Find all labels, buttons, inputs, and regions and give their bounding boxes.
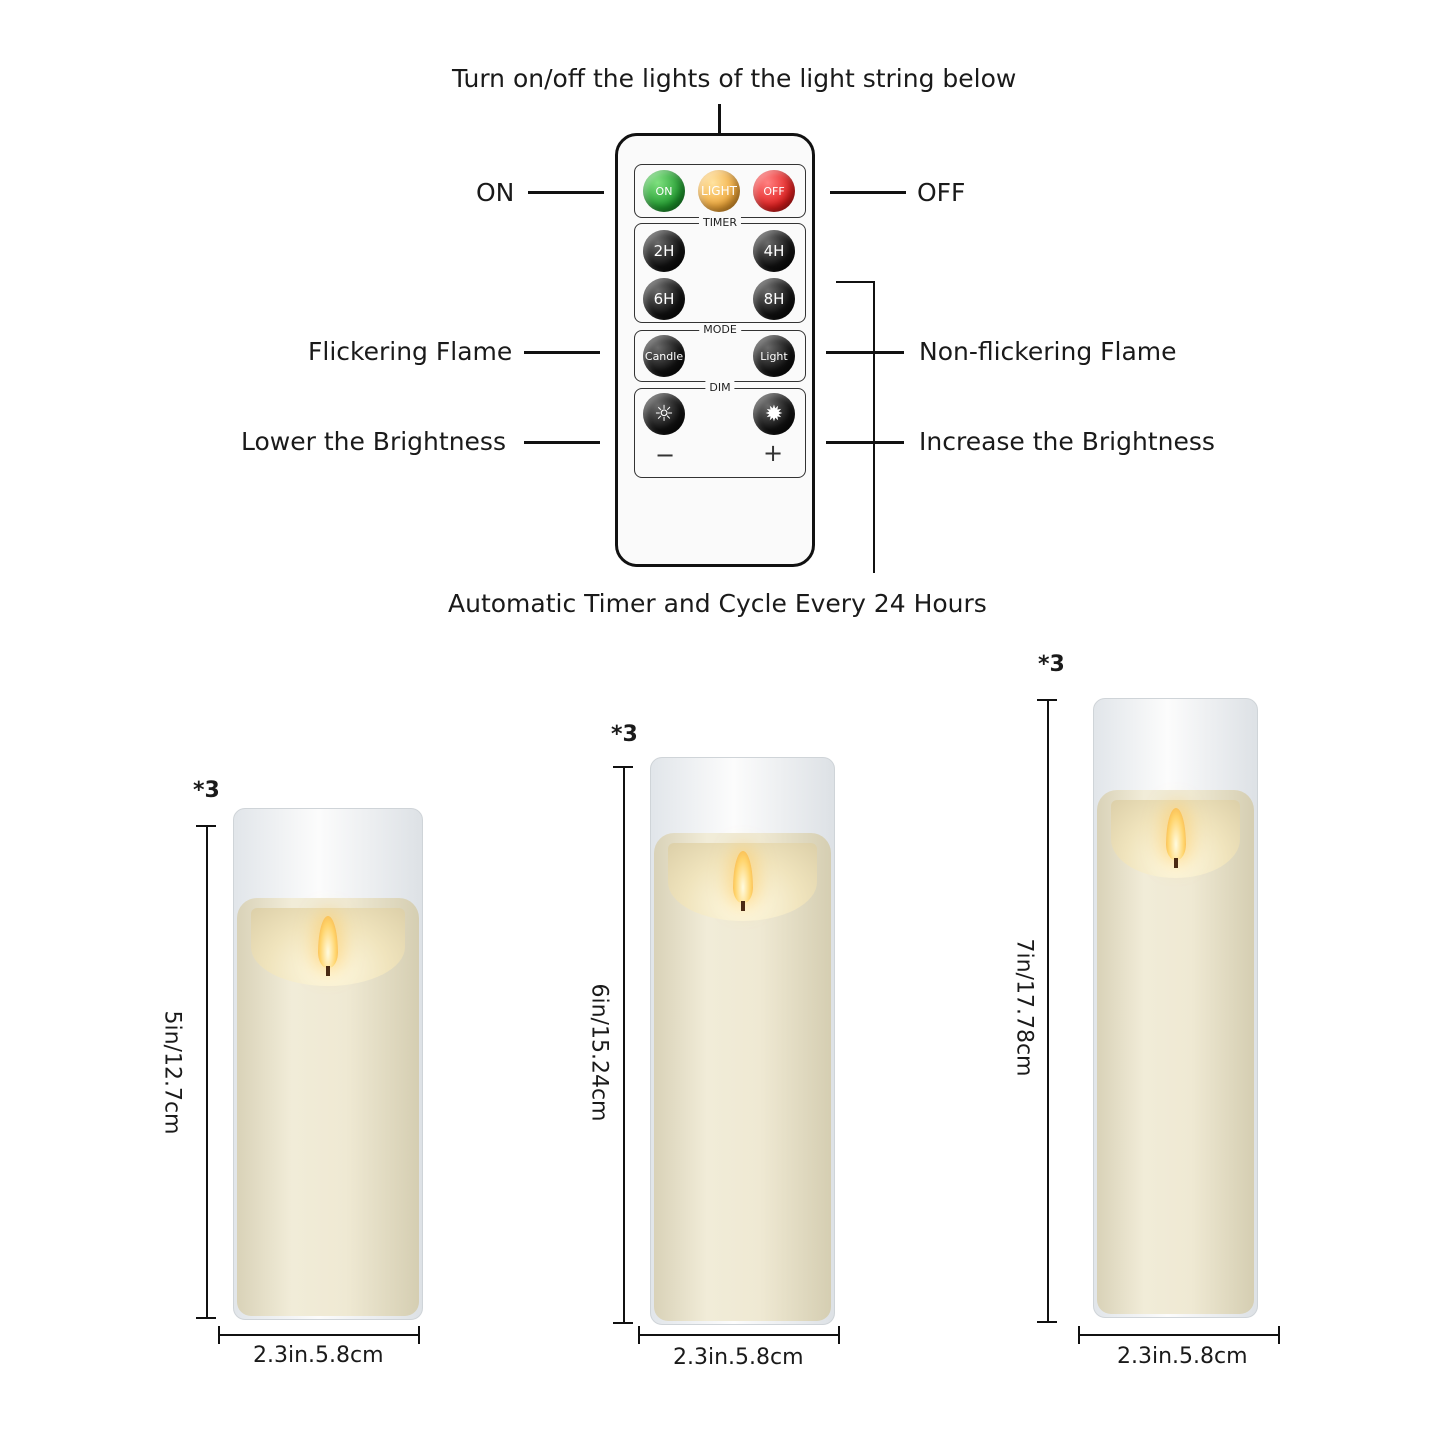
candle-1-width-line [219,1334,419,1336]
candle-1 [233,808,423,1320]
candle-1-flame-icon [318,916,338,968]
candle-2 [650,757,835,1325]
callout-lower: Lower the Brightness [241,427,506,456]
mode-panel: MODE Candle Light [634,323,806,382]
candle-1-height-label: 5in/12.7cm [159,1010,185,1135]
minus-sign: − [655,441,676,469]
candle-1-quantity: *3 [193,778,220,803]
dim-title: DIM [705,381,735,394]
callout-non-flicker-line [826,351,904,354]
candle-3-wick [1173,858,1178,868]
candle-3-height-label: 7in/17.78cm [1011,938,1037,1077]
remote-control: ON LIGHT OFF TIMER 2H 4H 6H 8H MODE Cand… [615,133,815,567]
candle-3-width-cap-left [1078,1326,1080,1344]
candle-3-width-label: 2.3in.5.8cm [1117,1344,1248,1369]
callout-flicker-line [524,351,600,354]
top-caption: Turn on/off the lights of the light stri… [452,64,1017,93]
dim-down-button[interactable]: ☼ [643,393,685,435]
candle-1-width-label: 2.3in.5.8cm [253,1343,384,1368]
top-caption-pointer [718,104,721,134]
candle-1-wax [237,898,419,1316]
candle-1-height-line [206,826,208,1318]
power-panel: ON LIGHT OFF [634,164,806,218]
timer-8h-button[interactable]: 8H [753,278,795,320]
light-button[interactable]: LIGHT [698,170,740,212]
candle-3-width-cap-right [1278,1326,1280,1344]
timer-bracket-vertical [873,281,875,573]
candle-2-width-line [639,1334,839,1336]
sun-bright-icon: ✹ [764,401,784,427]
candle-3-quantity: *3 [1038,652,1065,677]
candle-1-wick [326,966,330,976]
candle-2-height-line [623,767,625,1323]
timer-6h-button[interactable]: 6H [643,278,685,320]
light-mode-button[interactable]: Light [753,335,795,377]
candle-2-flame-icon [732,851,753,903]
candle-1-height-cap-top [196,825,216,827]
candle-1-width-cap-right [418,1326,420,1344]
candle-2-quantity: *3 [611,722,638,747]
callout-flicker: Flickering Flame [308,337,513,366]
callout-on-line [528,191,604,194]
dim-panel: DIM ☼ ✹ − + [634,381,806,478]
callout-lower-line [524,441,600,444]
candle-1-height-cap-bottom [196,1317,216,1319]
callout-increase-line [826,441,904,444]
off-button[interactable]: OFF [753,170,795,212]
sun-dim-icon: ☼ [654,401,674,427]
candle-3 [1093,698,1258,1318]
candle-mode-button[interactable]: Candle [643,335,685,377]
candle-3-height-cap-top [1037,699,1057,701]
candle-2-width-cap-right [838,1326,840,1344]
timer-panel: TIMER 2H 4H 6H 8H [634,216,806,323]
candle-2-width-cap-left [638,1326,640,1344]
candle-2-height-cap-bottom [613,1322,633,1324]
candle-2-height-cap-top [613,766,633,768]
plus-sign: + [763,439,784,467]
timer-title: TIMER [698,216,742,229]
candle-3-height-line [1047,700,1049,1322]
candle-3-height-cap-bottom [1037,1321,1057,1323]
bottom-caption: Automatic Timer and Cycle Every 24 Hours [448,589,987,618]
candle-2-height-label: 6in/15.24cm [586,983,612,1122]
callout-off-line [830,191,906,194]
mode-title: MODE [699,323,741,336]
candle-3-wax [1097,790,1254,1314]
candle-1-width-cap-left [218,1326,220,1344]
callout-on: ON [476,178,515,207]
callout-non-flicker: Non-flickering Flame [919,337,1177,366]
candle-2-wax [654,833,831,1321]
candle-2-width-label: 2.3in.5.8cm [673,1345,804,1370]
timer-bracket-top [836,281,874,283]
candle-3-width-line [1079,1334,1279,1336]
candle-3-flame-icon [1165,808,1186,860]
timer-4h-button[interactable]: 4H [753,230,795,272]
dim-up-button[interactable]: ✹ [753,393,795,435]
timer-2h-button[interactable]: 2H [643,230,685,272]
on-button[interactable]: ON [643,170,685,212]
callout-off: OFF [917,178,966,207]
callout-increase: Increase the Brightness [919,427,1215,456]
candle-2-wick [740,901,745,911]
